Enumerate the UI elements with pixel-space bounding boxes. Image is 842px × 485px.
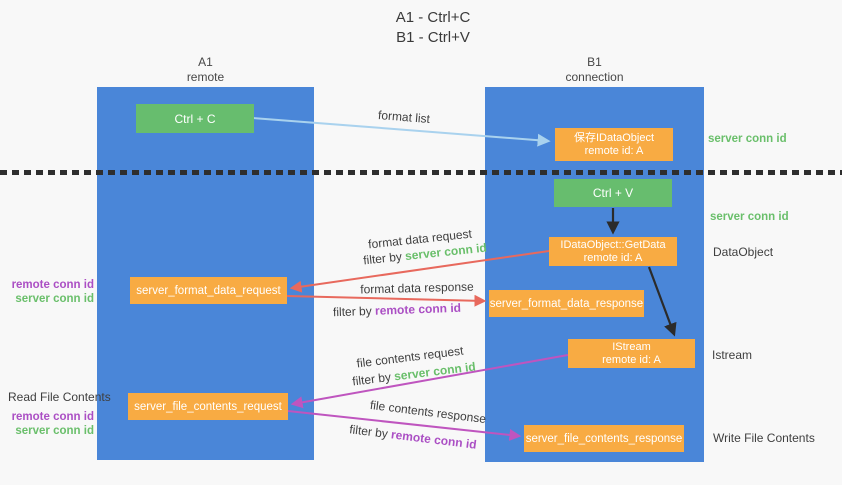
node-save-idataobject: 保存IDataObject remote id: A bbox=[555, 128, 673, 161]
conn-id-pair-file: remote conn id server conn id bbox=[10, 410, 94, 438]
edge-label-filter-remote-2: filter by remote conn id bbox=[349, 422, 478, 451]
title-line-1: A1 - Ctrl+C bbox=[395, 9, 471, 26]
node-istream-line1: IStream bbox=[612, 340, 651, 353]
lane-a1-role: remote bbox=[186, 70, 225, 84]
remote-conn-id-inline-2: remote conn id bbox=[390, 427, 478, 452]
edge-label-filter-remote-1: filter by remote conn id bbox=[333, 301, 461, 319]
lane-header-b1: B1 connection bbox=[485, 55, 704, 85]
remote-conn-id-inline-1: remote conn id bbox=[374, 300, 462, 318]
lane-b1-name: B1 bbox=[587, 55, 602, 69]
title-line-2: B1 - Ctrl+V bbox=[396, 29, 470, 46]
diagram-title: A1 - Ctrl+C B1 - Ctrl+V bbox=[396, 8, 471, 48]
filter-by-text-3: filter by bbox=[351, 369, 395, 389]
filter-by-text-2: filter by bbox=[332, 303, 376, 320]
node-server-file-contents-request: server_file_contents_request bbox=[128, 393, 288, 420]
edge-label-format-list: format list bbox=[377, 107, 431, 127]
left-remote-conn-id-1: remote conn id bbox=[11, 279, 94, 291]
node-istream-line2: remote id: A bbox=[602, 353, 661, 366]
left-server-conn-id-2: server conn id bbox=[15, 425, 94, 437]
filter-by-text-1: filter by bbox=[362, 249, 406, 268]
node-save-idataobject-line1: 保存IDataObject bbox=[573, 131, 655, 144]
filter-by-text-4: filter by bbox=[348, 422, 393, 442]
lane-a1-name: A1 bbox=[198, 55, 213, 69]
side-label-server-conn-id-mid: server conn id bbox=[710, 211, 789, 223]
side-label-read-file-contents: Read File Contents bbox=[8, 390, 111, 404]
lane-b1-role: connection bbox=[565, 70, 624, 84]
lane-header-a1: A1 remote bbox=[97, 55, 314, 85]
node-server-format-data-request: server_format_data_request bbox=[130, 277, 287, 304]
left-server-conn-id-1: server conn id bbox=[15, 293, 94, 305]
left-remote-conn-id-2: remote conn id bbox=[11, 411, 94, 423]
node-ctrl-c: Ctrl + C bbox=[136, 104, 254, 133]
side-label-dataobject: DataObject bbox=[713, 245, 774, 259]
node-ctrl-v: Ctrl + V bbox=[554, 179, 672, 207]
node-server-file-contents-response: server_file_contents_response bbox=[524, 425, 684, 452]
side-label-istream: Istream bbox=[712, 348, 753, 362]
edge-label-format-data-response: format data response bbox=[360, 279, 474, 297]
node-server-format-data-response: server_format_data_response bbox=[489, 290, 644, 317]
edge-label-file-contents-response: file contents response bbox=[369, 397, 487, 427]
conn-id-pair-format: remote conn id server conn id bbox=[10, 278, 94, 306]
dotted-divider-line bbox=[0, 170, 842, 175]
node-getdata-line2: remote id: A bbox=[583, 251, 643, 264]
node-save-idataobject-line2: remote id: A bbox=[584, 144, 644, 157]
side-label-write-file-contents: Write File Contents bbox=[713, 431, 815, 445]
node-idataobject-getdata: IDataObject::GetData remote id: A bbox=[549, 237, 677, 266]
node-getdata-line1: IDataObject::GetData bbox=[560, 238, 666, 251]
node-istream: IStream remote id: A bbox=[568, 339, 695, 368]
side-label-server-conn-id-top: server conn id bbox=[708, 133, 787, 145]
